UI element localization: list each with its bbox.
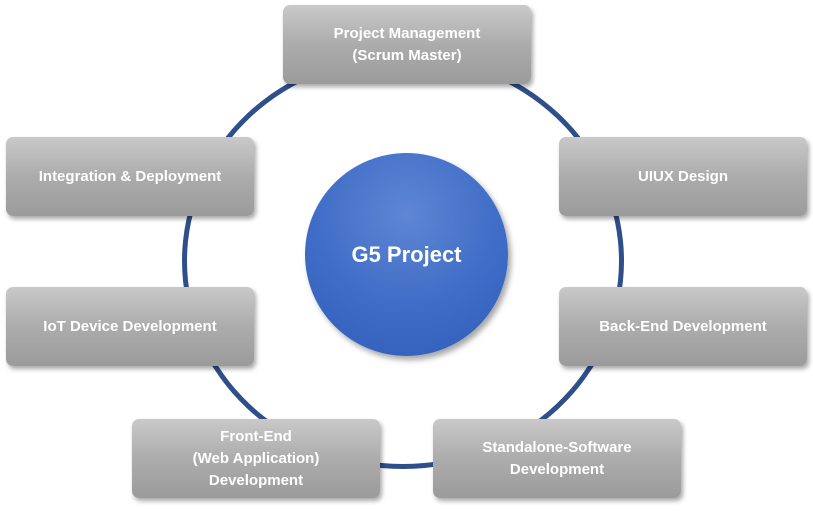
center-circle: G5 Project [305,153,508,356]
node-back-end-development: Back-End Development [559,287,807,366]
node-label-line: Back-End Development [599,317,767,335]
node-label-line: Standalone-Software [482,438,632,456]
node-label-line: (Scrum Master) [352,46,462,64]
node-label-line: Integration & Deployment [38,167,222,185]
node-standalone-software: Standalone-Software Development [433,419,681,498]
node-integration-deployment: Integration & Deployment [6,137,254,216]
node-label-line: Development [509,460,605,478]
node-label-line: IoT Device Development [43,317,217,335]
node-uiux-design: UIUX Design [559,137,807,216]
node-label-line: (Web Application) [192,449,320,467]
center-label: G5 Project [351,241,462,267]
node-project-management: Project Management (Scrum Master) [283,5,531,84]
node-label-line: Development [208,471,304,489]
node-label-line: Project Management [333,24,481,42]
node-label-line: Front-End [220,427,292,445]
node-front-end: Front-End (Web Application) Development [132,419,380,498]
node-label-line: UIUX Design [637,167,728,185]
node-iot-device-development: IoT Device Development [6,287,254,366]
